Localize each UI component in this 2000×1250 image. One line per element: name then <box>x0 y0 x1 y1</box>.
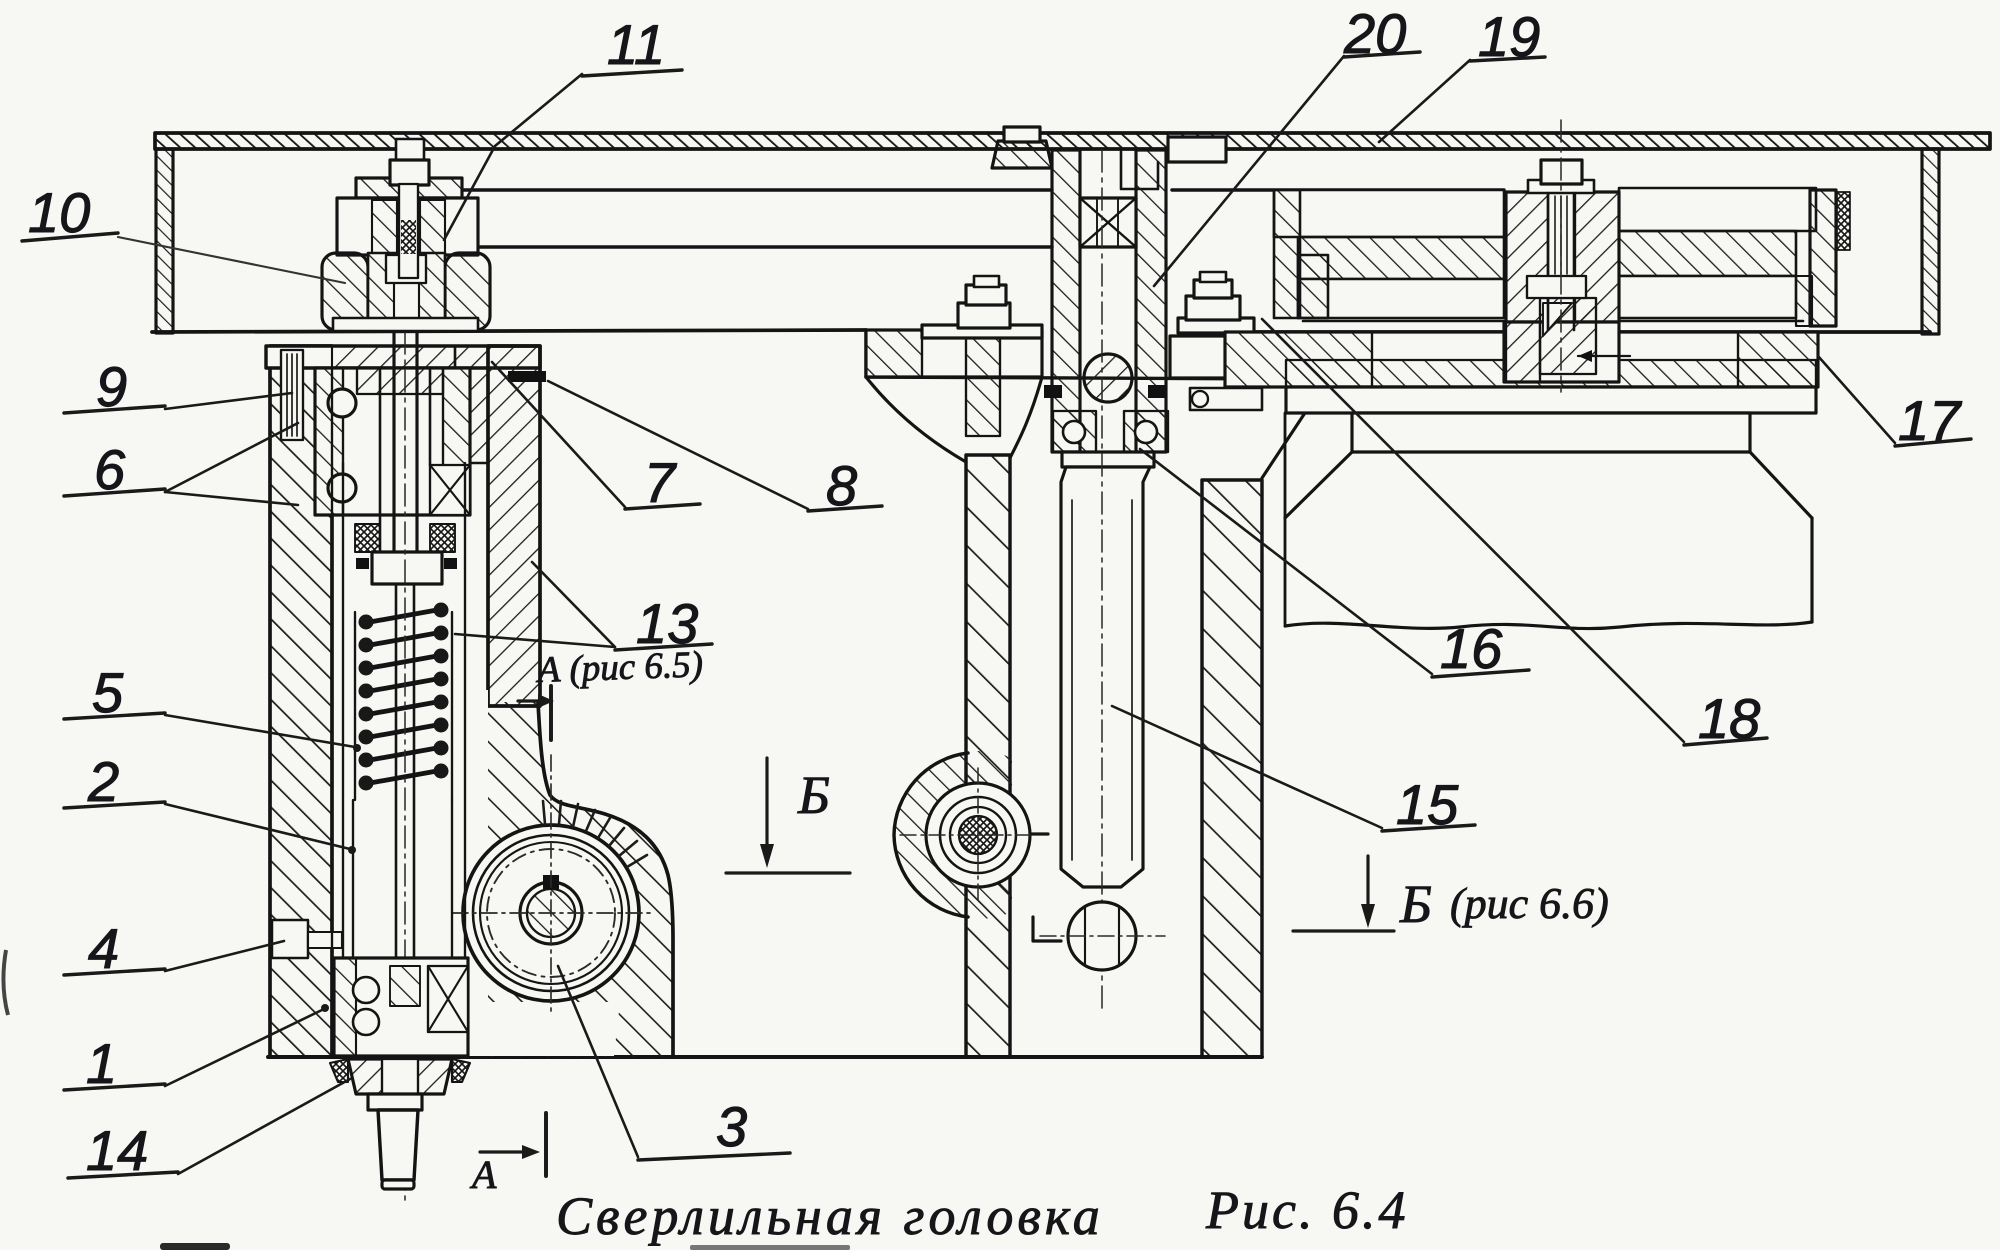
svg-text:10: 10 <box>28 181 90 244</box>
svg-text:А: А <box>469 1152 497 1197</box>
svg-text:20: 20 <box>1343 2 1406 65</box>
svg-text:4: 4 <box>88 917 119 980</box>
svg-text:14: 14 <box>86 1119 148 1182</box>
svg-text:5: 5 <box>92 661 124 724</box>
svg-text:Рис. 6.4: Рис. 6.4 <box>1205 1180 1408 1240</box>
svg-text:13: 13 <box>636 592 698 655</box>
svg-text:9: 9 <box>96 355 127 418</box>
svg-text:(рис 6.6): (рис 6.6) <box>1450 879 1609 928</box>
svg-text:Б: Б <box>797 765 830 825</box>
svg-text:А (рис 6.5): А (рис 6.5) <box>534 644 704 691</box>
svg-text:16: 16 <box>1440 617 1503 680</box>
svg-text:18: 18 <box>1698 687 1760 750</box>
svg-text:6: 6 <box>94 438 126 501</box>
svg-text:11: 11 <box>607 13 665 76</box>
svg-text:8: 8 <box>826 454 857 517</box>
svg-text:15: 15 <box>1396 773 1459 836</box>
svg-text:Б: Б <box>1399 874 1432 934</box>
svg-text:3: 3 <box>716 1095 747 1158</box>
svg-text:Сверлильная головка: Сверлильная головка <box>556 1186 1104 1246</box>
svg-text:17: 17 <box>1898 389 1962 452</box>
svg-text:1: 1 <box>86 1032 117 1095</box>
svg-text:2: 2 <box>87 750 119 813</box>
svg-text:19: 19 <box>1478 5 1540 68</box>
svg-text:7: 7 <box>644 451 677 514</box>
